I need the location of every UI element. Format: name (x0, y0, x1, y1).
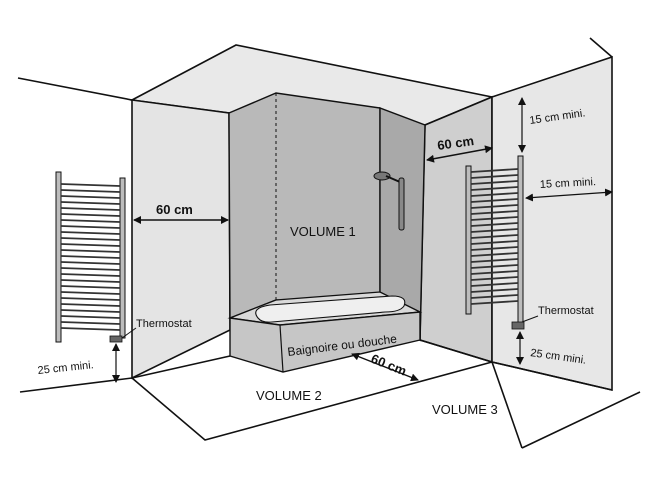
radiator-rung (470, 186, 519, 191)
radiator-rung (60, 273, 121, 277)
volume1-back-wall (228, 92, 381, 320)
label-min-15-side: 15 cm mini. (540, 176, 597, 191)
floor-edge-far (521, 391, 641, 449)
radiator-rung (60, 189, 121, 193)
floor-line-left (131, 361, 493, 441)
label-min-25-left: 25 cm mini. (37, 359, 94, 377)
bath-front-edge (279, 324, 284, 373)
radiator-rung (470, 192, 519, 197)
radiator-rung (470, 222, 519, 227)
radiator-rung (470, 174, 519, 179)
label-dist-left-60: 60 cm (156, 202, 193, 217)
radiator-rung (60, 279, 121, 283)
radiator-rung (470, 294, 519, 299)
label-volume-1: VOLUME 1 (290, 224, 356, 239)
radiator-rung (60, 231, 121, 235)
radiator-rung (60, 321, 121, 325)
radiator-rung (60, 267, 121, 271)
radiator-rung (470, 204, 519, 209)
radiator-rung (60, 183, 121, 187)
thermostat-right-leader (521, 315, 539, 323)
right-towel-radiator (465, 155, 524, 325)
arrow-right-60 (426, 145, 493, 163)
radiator-rung (470, 300, 519, 305)
radiator-rung (60, 297, 121, 301)
arrow-15-side (525, 188, 613, 202)
label-dist-floor-60: 60 cm (369, 351, 409, 379)
left-towel-radiator (55, 171, 126, 343)
radiator-rung (60, 255, 121, 259)
radiator-rung (60, 315, 121, 319)
radiator-rung (470, 198, 519, 203)
label-volume-3: VOLUME 3 (432, 402, 498, 417)
radiator-rung (60, 225, 121, 229)
radiator-rung (60, 327, 121, 331)
radiator-rung (470, 234, 519, 239)
radiator-rung (60, 237, 121, 241)
radiator-rung (470, 264, 519, 269)
ceiling-left-outer (17, 77, 133, 101)
thermostat-left-leader (121, 327, 137, 339)
label-thermostat-left: Thermostat (136, 318, 192, 330)
label-volume-2: VOLUME 2 (256, 388, 322, 403)
radiator-rung (470, 180, 519, 185)
radiator-rung (60, 207, 121, 211)
label-thermostat-right: Thermostat (538, 305, 594, 317)
radiator-rung (60, 291, 121, 295)
left-thermostat-icon (109, 335, 123, 343)
radiator-rung (470, 276, 519, 281)
radiator-rung (60, 201, 121, 205)
arrow-floor-60 (351, 352, 419, 382)
radiator-rung (60, 285, 121, 289)
right-thermostat-icon (511, 321, 525, 330)
radiator-rung (470, 282, 519, 287)
radiator-rung (470, 252, 519, 257)
radiator-rung (60, 243, 121, 247)
radiator-rung (470, 228, 519, 233)
radiator-rung (60, 303, 121, 307)
radiator-rung (470, 240, 519, 245)
radiator-rung (60, 309, 121, 313)
radiator-rung (60, 261, 121, 265)
radiator-rung (60, 213, 121, 217)
floor-volume2-right (491, 361, 523, 449)
radiator-rung (470, 210, 519, 215)
floor-line-front (131, 355, 231, 379)
left-wall (131, 99, 231, 380)
radiator-rung (60, 219, 121, 223)
radiator-rung (470, 288, 519, 293)
shower-head-icon (373, 171, 405, 231)
floor-left-outer (19, 377, 133, 393)
ceiling-right-outer (589, 37, 613, 58)
radiator-rung (60, 249, 121, 253)
radiator-rung (470, 270, 519, 275)
label-dist-right-60: 60 cm (436, 133, 475, 153)
radiator-rung (60, 195, 121, 199)
bath-basin (255, 295, 406, 323)
radiator-rung (470, 258, 519, 263)
radiator-rung (470, 246, 519, 251)
radiator-rung (470, 216, 519, 221)
radiator-rung (470, 168, 519, 173)
